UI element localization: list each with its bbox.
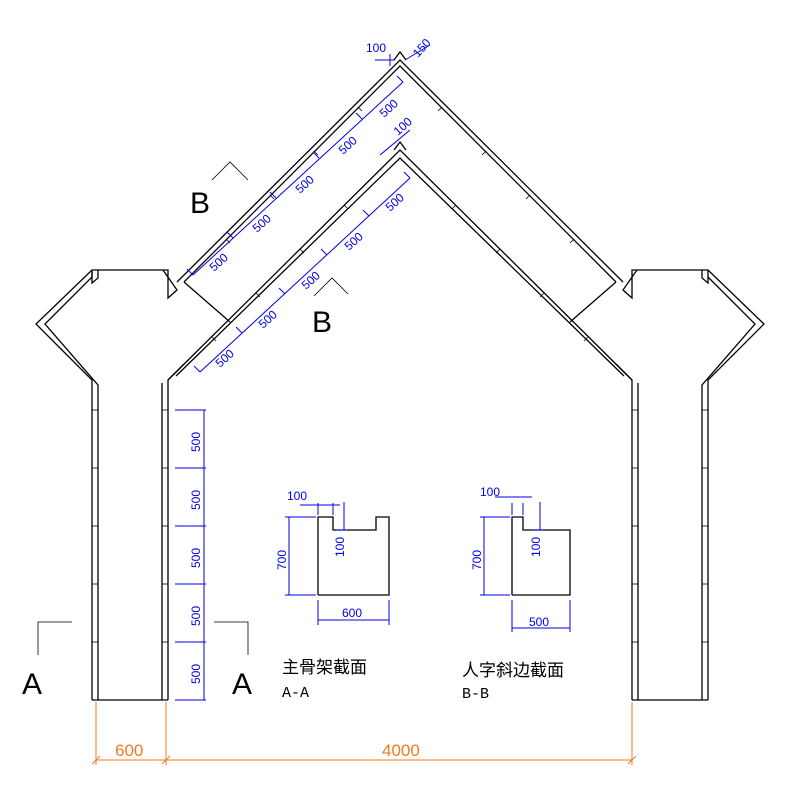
bottom-dimensions [91, 702, 637, 765]
right-column [615, 269, 765, 701]
section-bb-shape [480, 496, 571, 632]
section-aa-shape [285, 502, 390, 625]
aa-title: 主骨架截面 [282, 658, 367, 678]
aa-dim-width: 600 [342, 606, 362, 620]
dim-vertical-2: 500 [189, 490, 203, 510]
section-mark-b-top: B [190, 187, 210, 220]
dim-vertical-4: 500 [189, 606, 203, 626]
dim-inner-100: 100 [391, 114, 415, 138]
aa-dim-notch-h: 100 [333, 537, 347, 557]
dim-span: 4000 [382, 741, 420, 760]
bb-dim-notch-h: 100 [529, 537, 543, 557]
dim-outer-3: 500 [293, 172, 317, 196]
section-mark-a-left: A [22, 668, 42, 701]
aa-dim-notch-w: 100 [287, 489, 307, 503]
vertical-dimensions [175, 409, 206, 701]
slope-dimensions [186, 44, 431, 373]
section-markers [37, 161, 349, 655]
bb-dim-height: 700 [470, 550, 484, 570]
bb-dim-width: 500 [529, 615, 549, 629]
dim-outer-5: 500 [377, 96, 401, 120]
left-column [35, 269, 185, 701]
gable-roof [167, 50, 633, 381]
bb-code: B-B [462, 686, 489, 703]
section-mark-b-bottom: B [312, 306, 332, 339]
dim-inner-4: 500 [342, 229, 366, 253]
dim-column-width: 600 [115, 741, 143, 760]
dim-vertical-5: 500 [189, 664, 203, 684]
dim-outer-1: 500 [207, 250, 231, 274]
dim-vertical-3: 500 [189, 548, 203, 568]
bb-dim-notch-w: 100 [480, 485, 500, 499]
dim-outer-4: 500 [336, 133, 360, 157]
section-mark-a-right: A [232, 668, 252, 701]
bb-title: 人字斜边截面 [462, 661, 564, 681]
dim-vertical-1: 500 [189, 432, 203, 452]
dim-apex-100: 100 [366, 41, 386, 55]
dim-inner-5: 500 [383, 190, 407, 214]
aa-code: A-A [282, 685, 309, 702]
dim-outer-2: 500 [250, 211, 274, 235]
dim-inner-2: 500 [256, 307, 280, 331]
dim-apex-150: 150 [410, 36, 434, 60]
dim-inner-1: 500 [213, 346, 237, 370]
dim-inner-3: 500 [299, 268, 323, 292]
aa-dim-height: 700 [275, 550, 289, 570]
